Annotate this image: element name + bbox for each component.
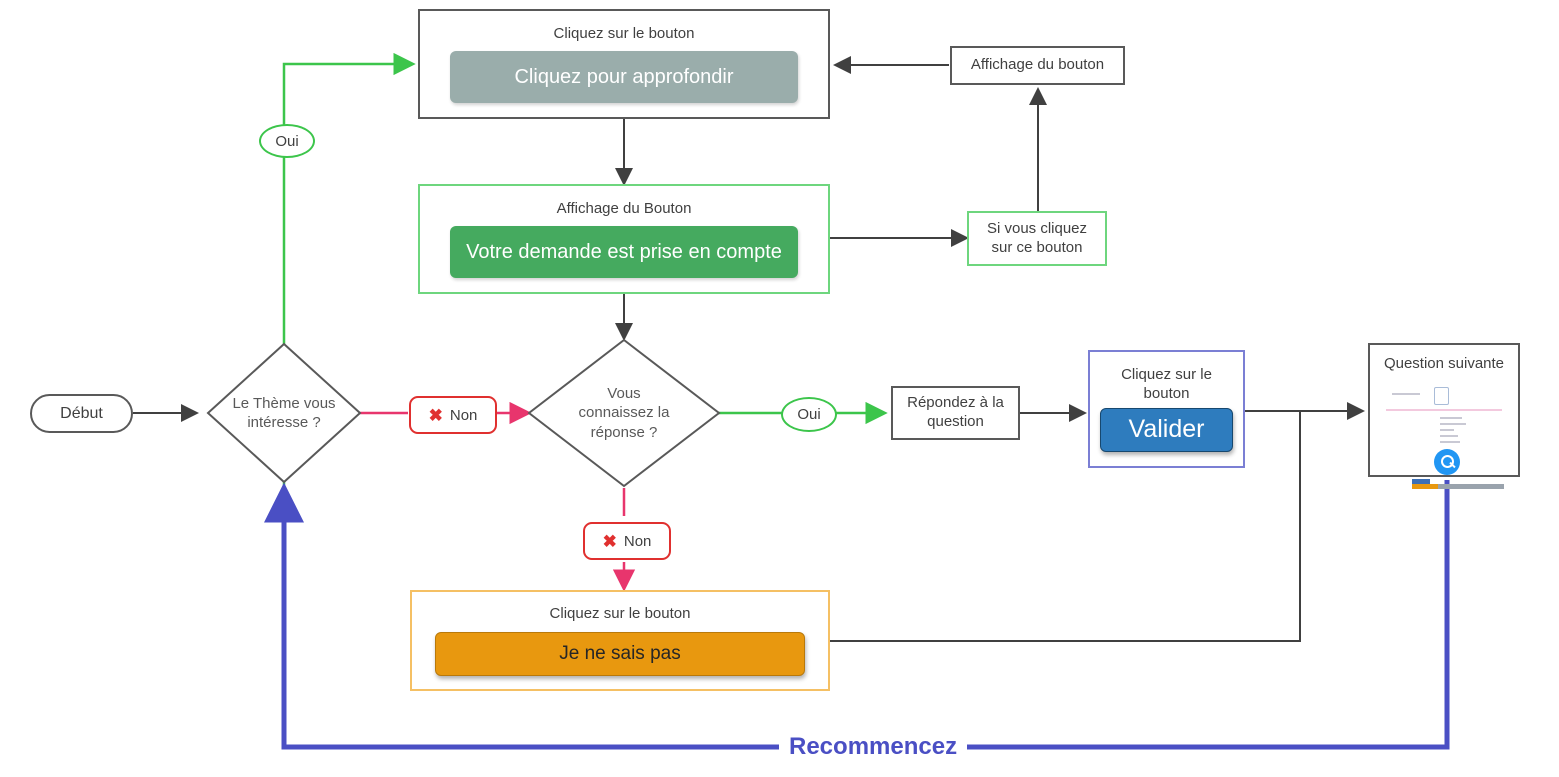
edge-label-yes-answer: Oui <box>781 397 837 432</box>
request-taken-panel: Affichage du Bouton Votre demande est pr… <box>418 184 830 294</box>
cross-icon: ✖ <box>428 405 443 425</box>
decision-answer-line3: réponse ? <box>590 423 658 441</box>
restart-label: Recommencez <box>779 733 968 761</box>
decision-answer-line1: Vous <box>607 385 641 403</box>
edge-label-no-answer: ✖ Non <box>583 522 671 560</box>
next-question-box: Question suivante <box>1368 343 1520 489</box>
validate-button[interactable]: Valider <box>1100 407 1233 452</box>
deepen-panel-caption: Cliquez sur le bouton <box>553 24 695 42</box>
next-question-label: Question suivante <box>1383 355 1505 372</box>
dont-know-button[interactable]: Je ne sais pas <box>435 631 805 676</box>
edge-label-yes-answer-text: Oui <box>797 406 821 423</box>
validate-panel: Cliquez sur le bouton Valider <box>1088 350 1245 468</box>
start-label: Début <box>60 404 103 422</box>
cross-icon-2: ✖ <box>602 531 617 551</box>
start-terminator: Début <box>30 394 133 433</box>
edge-label-no-theme: ✖ Non <box>409 396 497 434</box>
decision-theme-line1: Le Thème vous <box>232 394 336 412</box>
decision-answer-line2: connaissez la <box>578 404 670 422</box>
display-button-box: Affichage du bouton <box>950 46 1125 85</box>
edge-label-no-answer-text: Non <box>623 532 652 550</box>
dont-know-caption: Cliquez sur le bouton <box>549 605 691 623</box>
edge-label-yes-theme-text: Oui <box>275 132 299 150</box>
if-click-line1: Si vous cliquez <box>986 219 1088 237</box>
if-click-line2: sur ce bouton <box>991 238 1083 256</box>
display-button-label: Affichage du bouton <box>970 56 1105 74</box>
request-taken-caption: Affichage du Bouton <box>556 199 692 217</box>
validate-caption-line2: bouton <box>1143 385 1190 402</box>
answer-question-line2: question <box>927 413 984 430</box>
decision-answer: Vous connaissez la réponse ? <box>529 340 719 486</box>
edge-label-no-theme-text: Non <box>449 406 478 424</box>
dont-know-panel: Cliquez sur le bouton Je ne sais pas <box>410 590 830 691</box>
answer-question-line1: Répondez à la <box>907 394 1004 412</box>
decision-theme-line2: intéresse ? <box>247 414 321 431</box>
validate-caption-line1: Cliquez sur le <box>1121 366 1212 384</box>
decision-theme: Le Thème vous intéresse ? <box>208 344 360 482</box>
deepen-button[interactable]: Cliquez pour approfondir <box>450 51 798 104</box>
if-click-box: Si vous cliquez sur ce bouton <box>967 211 1107 266</box>
decision-theme-text: Le Thème vous intéresse ? <box>232 394 335 432</box>
deepen-panel: Cliquez sur le bouton Cliquez pour appro… <box>418 9 830 119</box>
decision-answer-text: Vous connaissez la réponse ? <box>579 384 670 442</box>
next-question-thumbnail <box>1382 383 1506 489</box>
answer-question-box: Répondez à la question <box>891 386 1020 440</box>
edge-label-yes-theme: Oui <box>259 124 315 158</box>
request-taken-button[interactable]: Votre demande est prise en compte <box>450 226 798 279</box>
